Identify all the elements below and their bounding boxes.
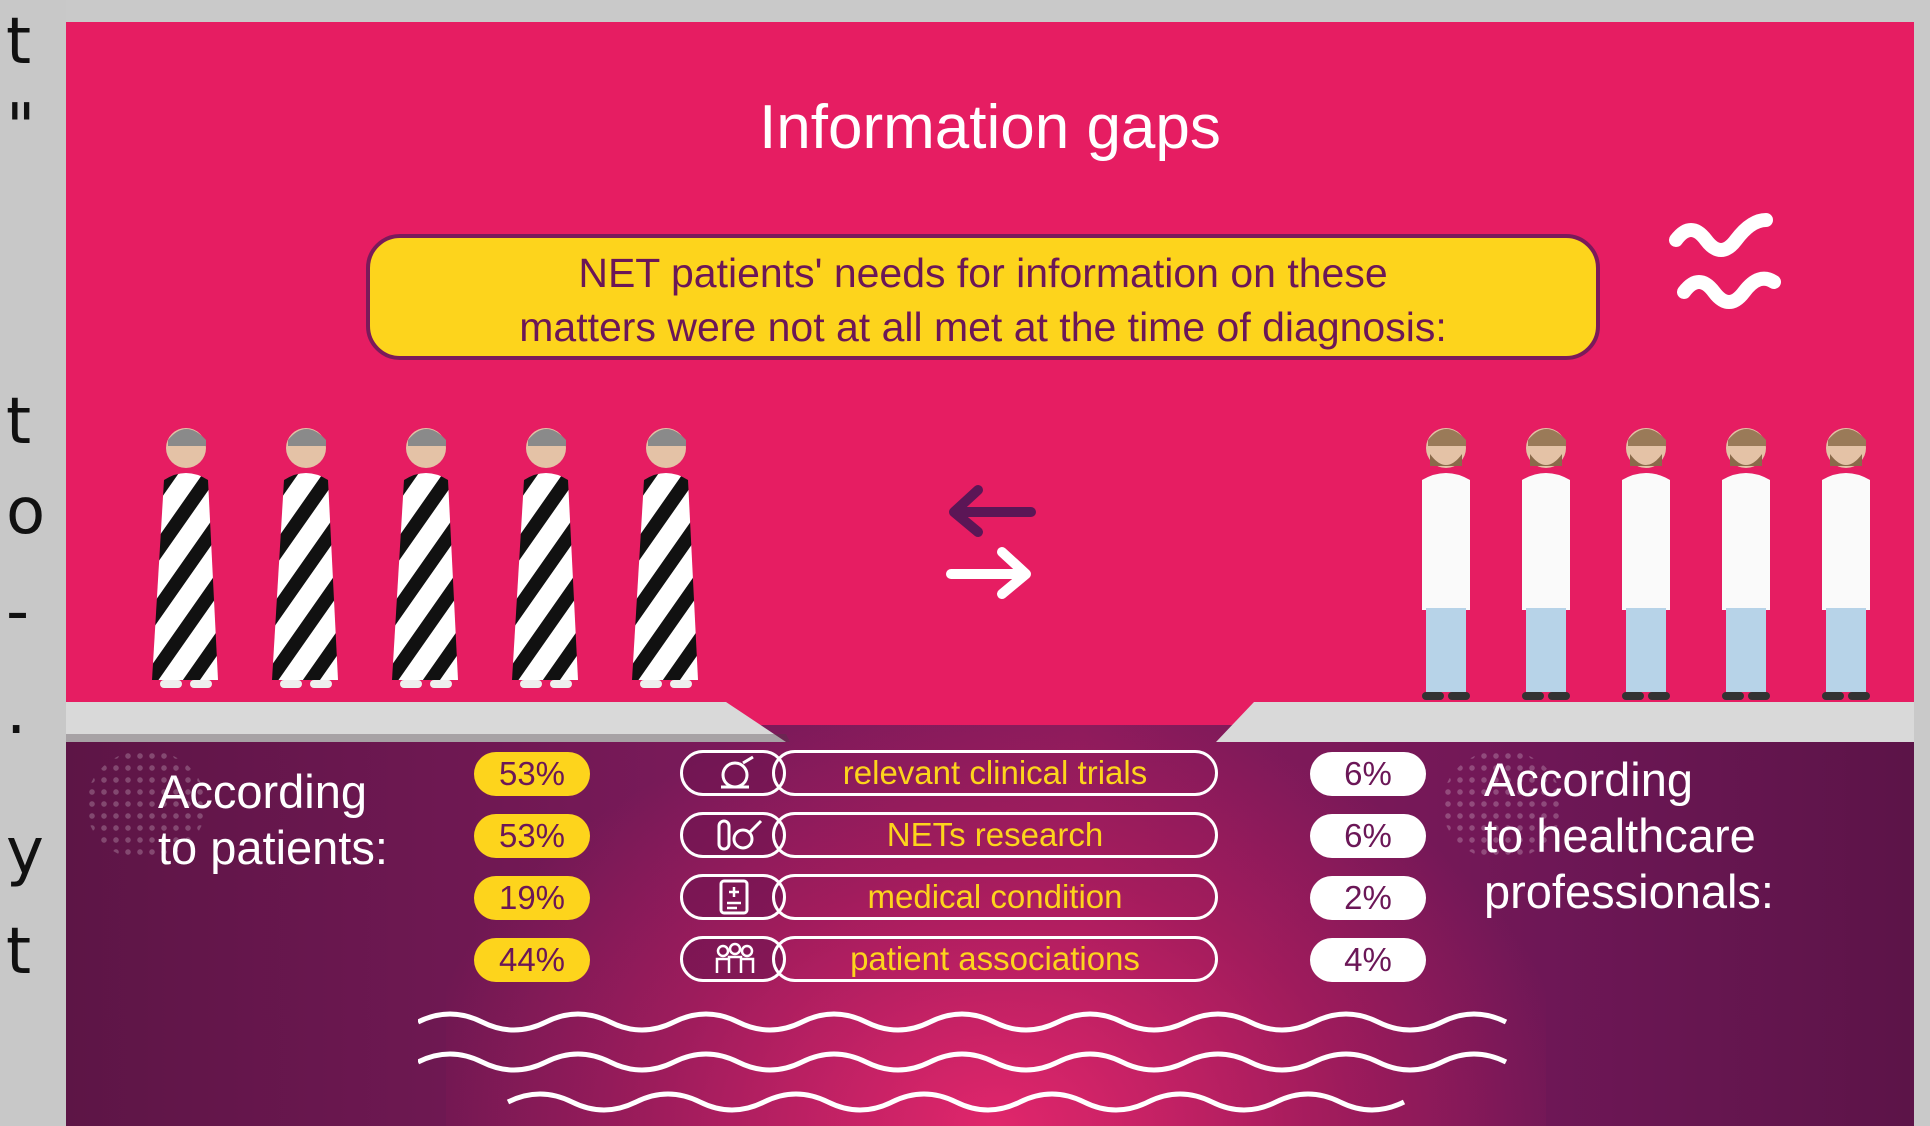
- dot-pattern: [86, 750, 206, 860]
- professionals-label: According to healthcare professionals:: [1484, 752, 1774, 920]
- page-title: Information gaps: [759, 93, 1221, 162]
- patient-percentage: 53%: [474, 814, 590, 858]
- topic-label: patient associations: [772, 936, 1218, 982]
- professionals-label-line: professionals:: [1484, 865, 1774, 918]
- infographic: Information gaps NET patients' needs for…: [66, 22, 1914, 1126]
- professionals-label-line: According: [1484, 753, 1693, 806]
- patient-percentage: 19%: [474, 876, 590, 920]
- side-glyph: o: [6, 475, 46, 549]
- professional-percentage: 6%: [1310, 752, 1426, 796]
- side-glyph: .: [6, 675, 27, 749]
- patient-group-icon: [680, 936, 786, 982]
- callout-line-1: NET patients' needs for information on t…: [578, 250, 1388, 296]
- side-glyph: t: [6, 5, 32, 79]
- exchange-arrows-icon: [946, 485, 1036, 599]
- professional-percentage: 6%: [1310, 814, 1426, 858]
- topic-row: patient associations: [680, 936, 1218, 982]
- topic-row: relevant clinical trials: [680, 750, 1218, 796]
- professional-percentage: 2%: [1310, 876, 1426, 920]
- patient-percentage: 53%: [474, 752, 590, 796]
- patients-illustration: [152, 428, 698, 688]
- clinical-trials-icon: [680, 750, 786, 796]
- topic-label: medical condition: [772, 874, 1218, 920]
- patient-percentage: 44%: [474, 938, 590, 982]
- medical-record-icon: [680, 874, 786, 920]
- research-tube-icon: [680, 812, 786, 858]
- professional-percentage: 4%: [1310, 938, 1426, 982]
- patients-label-line: According: [158, 765, 367, 818]
- topic-label: NETs research: [772, 812, 1218, 858]
- callout-box: NET patients' needs for information on t…: [366, 234, 1600, 360]
- platforms: [66, 702, 1914, 742]
- topic-row: NETs research: [680, 812, 1218, 858]
- side-glyph: t: [6, 915, 32, 989]
- topic-row: medical condition: [680, 874, 1218, 920]
- patients-label-line: to patients:: [158, 821, 388, 874]
- callout-line-2: matters were not at all met at the time …: [519, 304, 1447, 350]
- side-glyph: t: [6, 385, 32, 459]
- cropped-side-strip: t " t o - . y t: [0, 0, 66, 1126]
- doctors-illustration: [1422, 428, 1870, 700]
- side-glyph: y: [6, 815, 44, 889]
- side-glyph: ": [6, 91, 36, 165]
- wave-decoration: [418, 1011, 1508, 1113]
- side-glyph: -: [6, 575, 30, 649]
- topic-label: relevant clinical trials: [772, 750, 1218, 796]
- professionals-label-line: to healthcare: [1484, 809, 1756, 862]
- patients-label: According to patients:: [158, 764, 388, 876]
- squiggle-icon: [1669, 213, 1781, 309]
- dot-pattern: [1442, 750, 1562, 860]
